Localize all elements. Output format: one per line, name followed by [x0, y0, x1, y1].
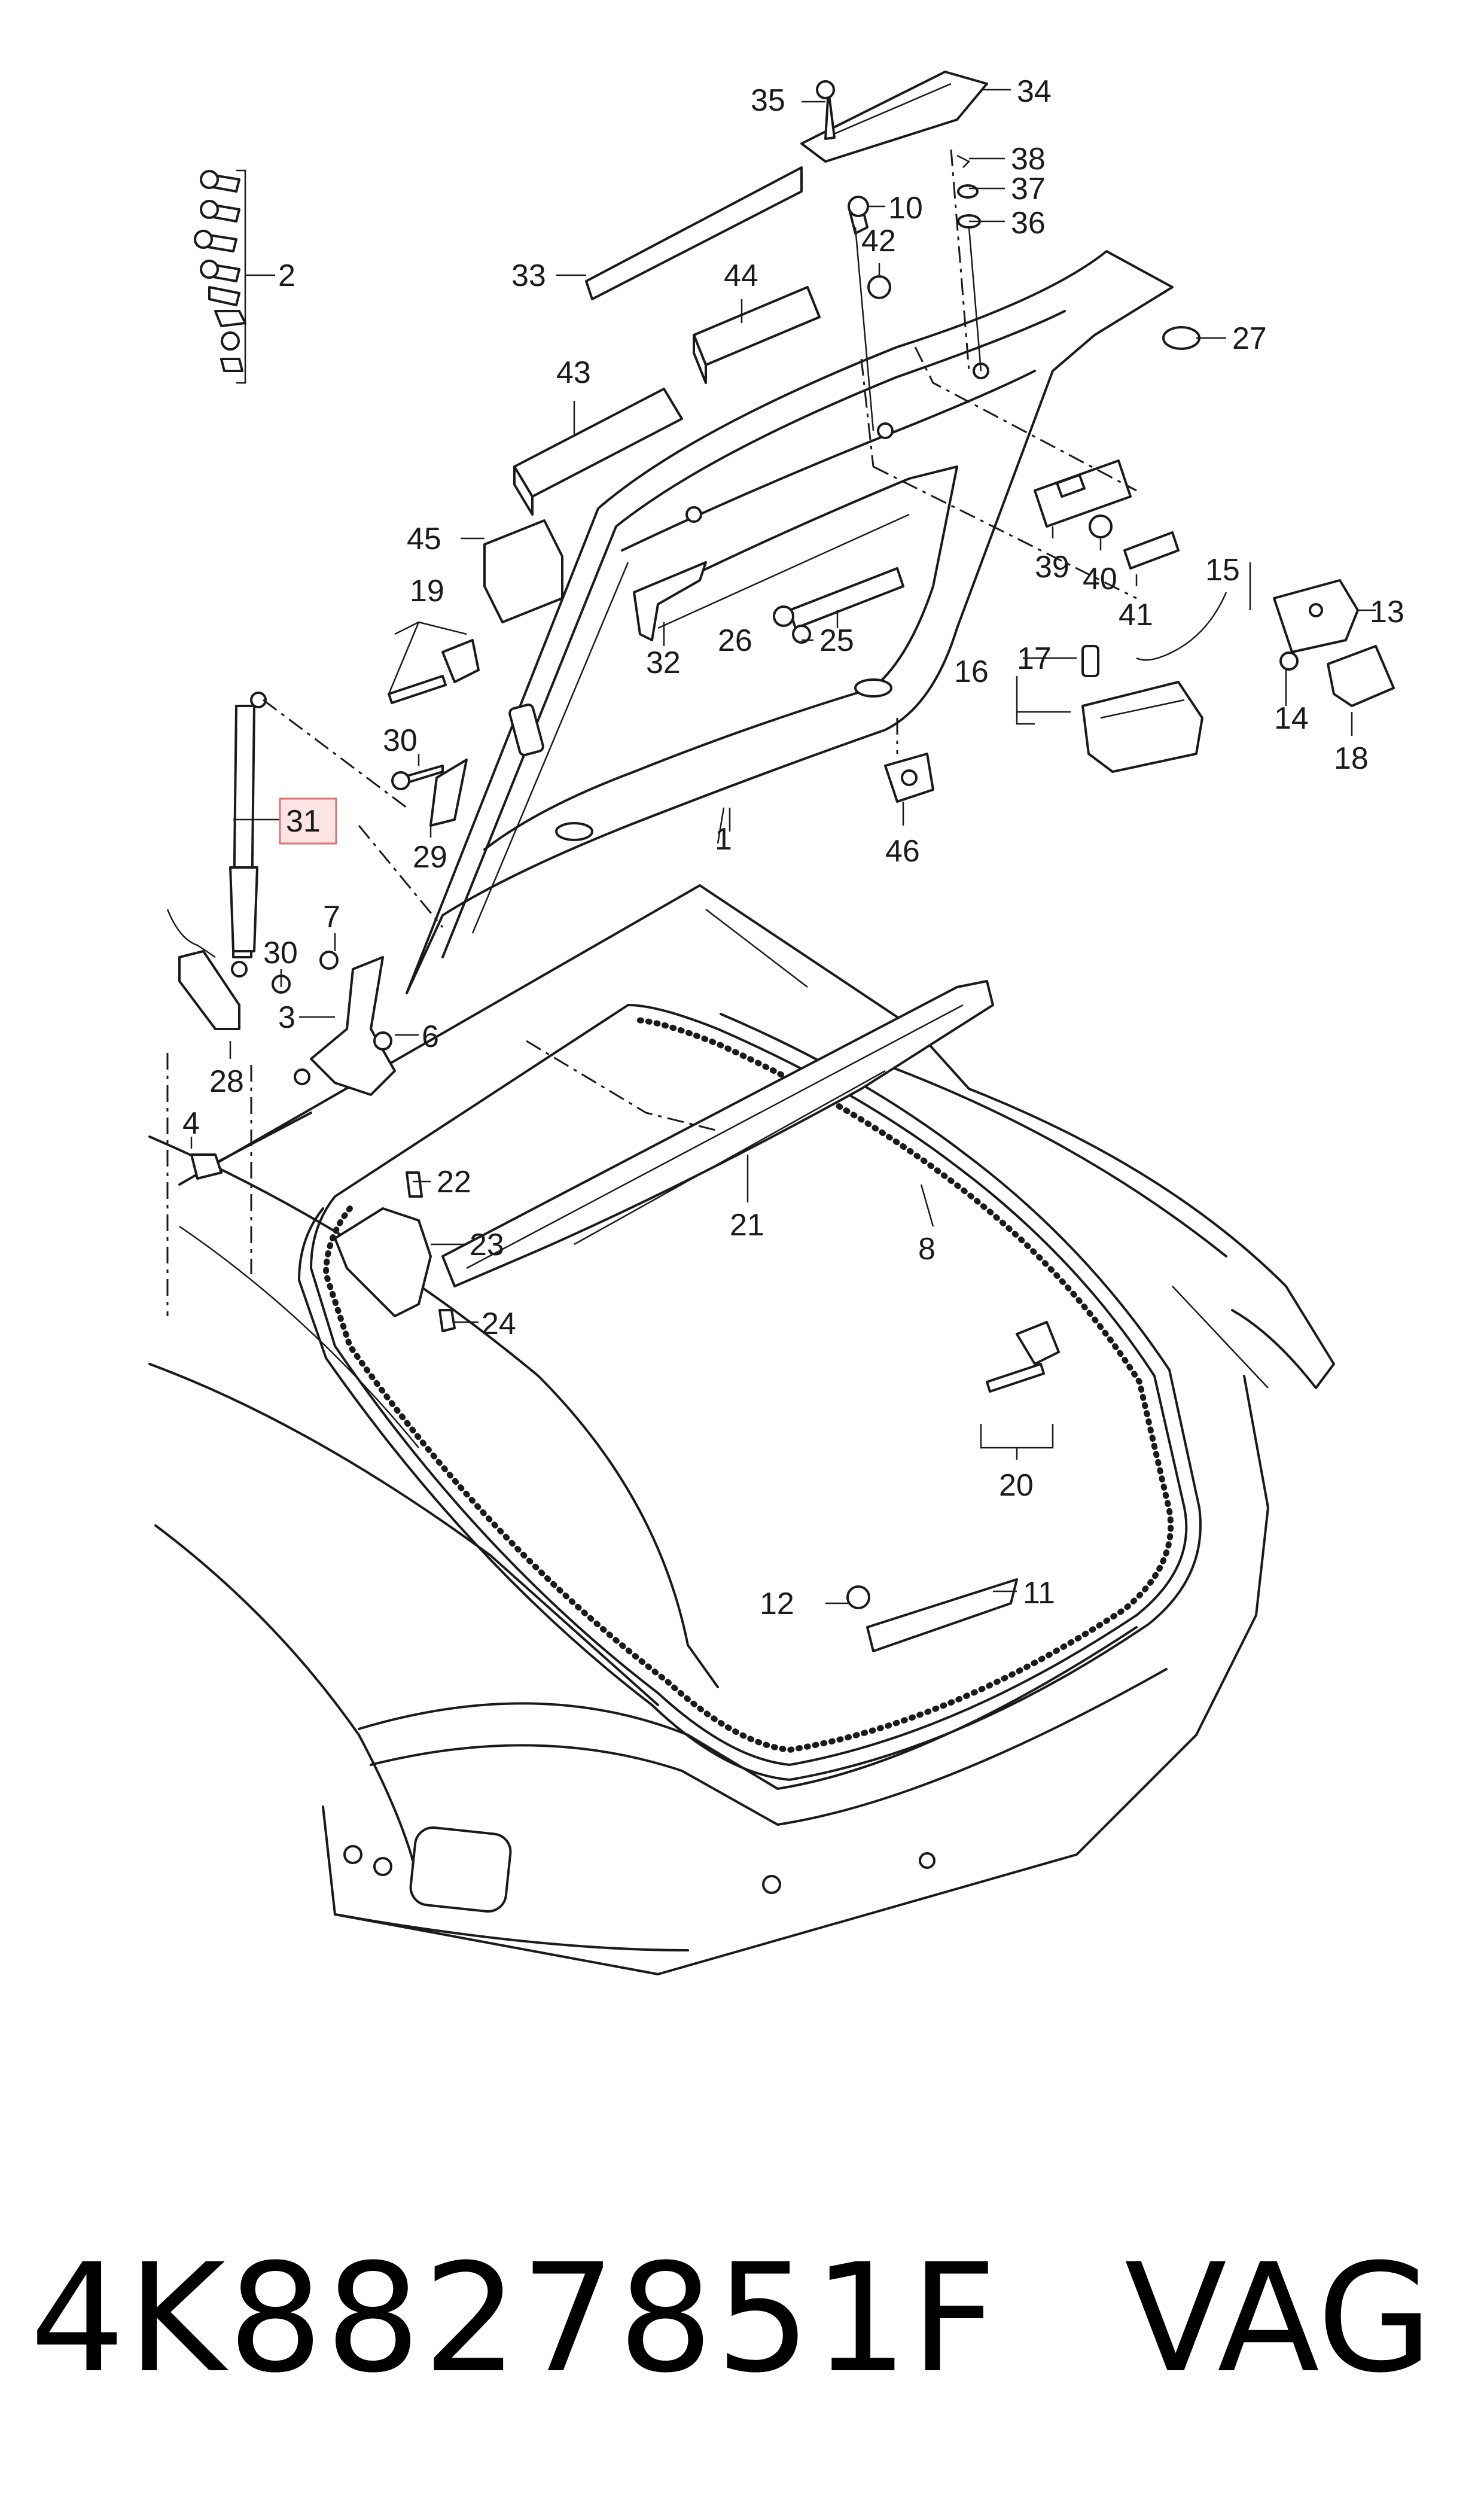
callout-27: 27	[1232, 321, 1267, 356]
callout-28: 28	[209, 1064, 244, 1099]
callout-14: 14	[1274, 701, 1309, 736]
sill-trim-strip	[441, 980, 994, 1287]
callout-24: 24	[482, 1307, 516, 1341]
callout-23: 23	[470, 1228, 504, 1262]
callout-3: 3	[278, 1000, 295, 1035]
callout-22: 22	[437, 1165, 471, 1199]
part-number: 4K8827851F	[30, 2231, 1000, 2406]
callout-43: 43	[556, 355, 591, 390]
callout-31: 31	[286, 804, 321, 839]
trunk-seal	[298, 1004, 1202, 1781]
callout-15: 15	[1205, 553, 1240, 587]
callout-18: 18	[1334, 741, 1369, 776]
callout-30b: 30	[263, 936, 298, 970]
callout-36: 36	[1011, 206, 1046, 240]
callout-2: 2	[278, 258, 295, 293]
car-body-rear	[148, 884, 1335, 1975]
callout-45: 45	[407, 522, 441, 556]
callout-1: 1	[715, 822, 732, 857]
callout-31-highlight	[279, 797, 337, 845]
callout-30a: 30	[383, 723, 418, 758]
leader-lines	[190, 89, 1376, 1604]
callout-10: 10	[888, 191, 923, 226]
callout-13: 13	[1370, 595, 1404, 629]
callout-32: 32	[646, 646, 681, 680]
callout-38: 38	[1011, 142, 1046, 176]
callout-25: 25	[819, 623, 854, 658]
callout-17: 17	[1017, 641, 1052, 676]
callout-46: 46	[885, 834, 920, 869]
callout-29: 29	[413, 840, 447, 875]
screw-set	[194, 170, 246, 372]
callout-6: 6	[422, 1019, 439, 1054]
callout-16: 16	[954, 654, 989, 689]
installation-lines	[166, 149, 1137, 1316]
callout-11: 11	[1023, 1576, 1055, 1610]
parts	[166, 71, 1395, 1652]
callout-41: 41	[1119, 598, 1153, 632]
callout-26: 26	[718, 623, 752, 658]
callout-42: 42	[861, 224, 896, 258]
callout-40: 40	[1083, 562, 1117, 596]
callout-44: 44	[724, 258, 758, 293]
callout-37: 37	[1011, 172, 1046, 206]
callout-4: 4	[182, 1106, 200, 1141]
callout-labels: 35 34 38 37 10 36 42 2 33 44 27 43 45 19…	[182, 74, 1404, 1621]
callout-12: 12	[760, 1587, 794, 1621]
callout-33: 33	[511, 258, 546, 293]
callout-21: 21	[730, 1208, 764, 1243]
callout-20: 20	[999, 1468, 1034, 1503]
callout-39: 39	[1035, 550, 1069, 584]
callout-35: 35	[751, 83, 785, 118]
brand-name: VAG	[1125, 2231, 1433, 2406]
callout-7: 7	[323, 900, 340, 934]
callout-19: 19	[410, 574, 444, 608]
callout-34: 34	[1017, 74, 1052, 109]
callout-8: 8	[918, 1232, 936, 1266]
